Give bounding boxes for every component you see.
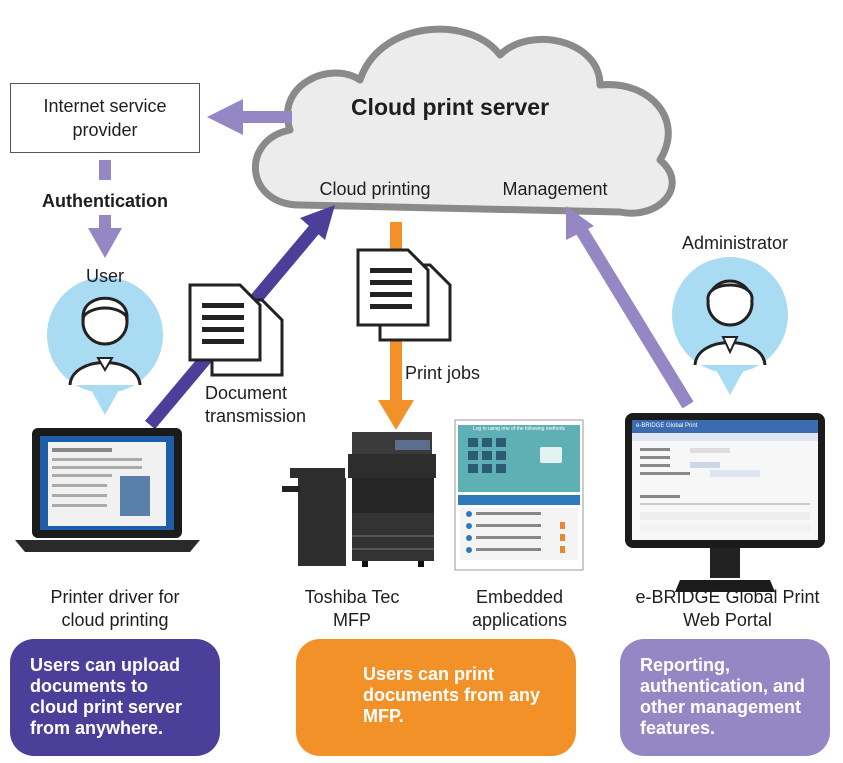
print-jobs-label: Print jobs <box>405 363 481 383</box>
mfp-printer-icon <box>282 432 436 567</box>
portal-caption: e-BRIDGE Global Print Web Portal <box>635 587 820 630</box>
cloud-shape <box>252 25 676 217</box>
user-avatar-bubble <box>47 277 163 415</box>
cloud-title: Cloud print server <box>350 94 550 120</box>
panel-print-any-mfp: Users can print documents from any MFP. <box>296 639 576 756</box>
isp-label: Internet service provider <box>43 96 167 140</box>
monitor-icon <box>625 413 825 592</box>
cloud-printing-label: Cloud printing <box>319 179 431 199</box>
authentication-label: Authentication <box>42 191 168 211</box>
embedded-caption: Embedded applications <box>471 587 568 630</box>
panel-management-features: Reporting, authentication, and other man… <box>620 639 830 756</box>
document-transmission-label: Document transmission <box>205 383 307 426</box>
panel-print-text: Users can print documents from any MFP. <box>363 664 541 726</box>
administrator-label: Administrator <box>681 233 789 253</box>
panel-upload-text: Users can upload documents to cloud prin… <box>30 655 183 738</box>
mfp-caption: Toshiba Tec MFP <box>304 587 400 630</box>
admin-avatar-bubble <box>672 257 788 395</box>
isp-box: Internet service provider <box>10 83 200 153</box>
embedded-screen-title: Log in using one of the following method… <box>472 426 565 432</box>
document-icon-left <box>188 283 284 377</box>
arrow-auth-down <box>88 160 122 258</box>
arrow-management <box>566 206 694 409</box>
arrow-cloud-to-isp <box>207 99 292 135</box>
embedded-app-screen <box>454 419 584 571</box>
management-label: Management <box>502 179 608 199</box>
laptop-caption: Printer driver for cloud printing <box>50 587 180 630</box>
panel-upload-anywhere: Users can upload documents to cloud prin… <box>10 639 220 756</box>
portal-screen-title: e-BRIDGE Global Print <box>636 423 698 429</box>
laptop-icon <box>15 428 200 552</box>
panel-management-text: Reporting, authentication, and other man… <box>640 655 806 738</box>
user-label: User <box>85 266 124 286</box>
document-icon-middle <box>356 248 452 342</box>
